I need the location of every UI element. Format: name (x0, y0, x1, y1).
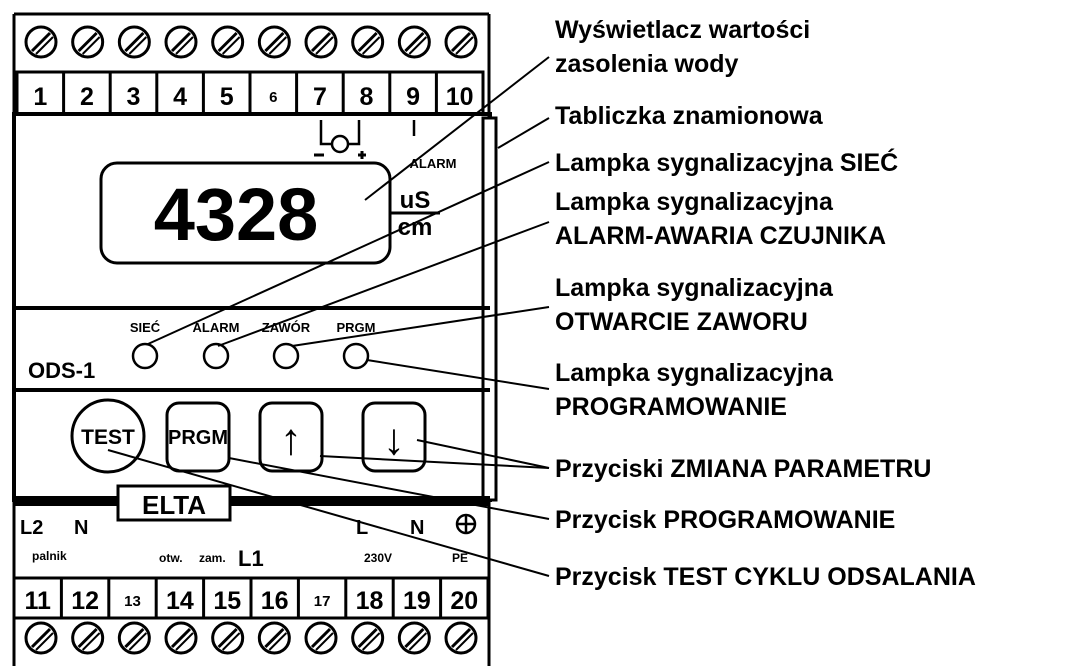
callout-led-zawor-2: OTWARCIE ZAWORU (555, 308, 808, 336)
svg-text:PE: PE (452, 551, 468, 565)
screw-icon (397, 621, 431, 655)
screw-icon (24, 621, 58, 655)
terminal-number: 16 (261, 587, 289, 615)
screw-icon (351, 25, 385, 59)
terminal-number: 17 (314, 593, 331, 610)
terminal-number: 1 (33, 83, 47, 111)
terminal-number: 18 (356, 587, 384, 615)
down-button[interactable]: ↓ (361, 401, 427, 473)
svg-text:N: N (74, 517, 88, 539)
terminal-number: 13 (124, 593, 141, 610)
led-label-row: SIEĆ ALARM ZAWÓR PRGM (130, 320, 376, 335)
terminal-number: 6 (269, 89, 277, 106)
callout-nameplate: Tabliczka znamionowa (555, 102, 824, 130)
terminal-number: 10 (446, 83, 474, 111)
led-prgm (342, 342, 370, 370)
bottom-screw-row (24, 621, 478, 655)
display-value: 4328 (154, 173, 319, 256)
svg-text:PRGM: PRGM (168, 427, 228, 449)
up-button[interactable]: ↑ (258, 401, 324, 473)
screw-icon (164, 621, 198, 655)
screw-icon (164, 25, 198, 59)
screw-icon (397, 25, 431, 59)
screw-icon (257, 621, 291, 655)
screw-icon (211, 25, 245, 59)
callout-led-alarm-2: ALARM-AWARIA CZUJNIKA (555, 222, 886, 250)
terminal-number: 15 (213, 587, 241, 615)
svg-text:N: N (410, 517, 424, 539)
callout-led-prgm-2: PROGRAMOWANIE (555, 393, 787, 421)
led-zawor (272, 342, 300, 370)
screw-icon (304, 621, 338, 655)
svg-text:otw.: otw. (159, 551, 183, 565)
callout-led-alarm: Lampka sygnalizacyjna (555, 188, 834, 216)
svg-text:PRGM: PRGM (337, 320, 376, 335)
unit-top: uS (400, 187, 431, 214)
terminal-number: 11 (24, 587, 51, 615)
svg-text:TEST: TEST (81, 426, 135, 449)
callout-labels: Wyświetlacz wartości zasolenia wody Tabl… (555, 16, 976, 591)
screw-icon (117, 25, 151, 59)
terminal-number: 9 (406, 83, 420, 111)
screw-icon (351, 621, 385, 655)
svg-text:zam.: zam. (199, 551, 226, 565)
screw-icon (24, 25, 58, 59)
top-terminal-block: 1 2 3 4 5 6 7 8 9 10 (33, 72, 474, 114)
arrow-down-icon: ↓ (383, 415, 405, 464)
screw-icon (304, 25, 338, 59)
bottom-labels: L2 N palnik otw. zam. L1 L N 230V PE (20, 517, 468, 571)
terminal-number: 7 (313, 83, 327, 111)
screw-icon (444, 25, 478, 59)
terminal-number: 20 (450, 587, 478, 615)
svg-text:ALARM: ALARM (193, 320, 240, 335)
model-label: ODS-1 (28, 358, 95, 383)
svg-text:ZAWÓR: ZAWÓR (262, 320, 311, 335)
callout-display: Wyświetlacz wartości (555, 16, 810, 44)
terminal-number: 2 (80, 83, 94, 111)
terminal-number: 14 (166, 587, 194, 615)
terminal-number: 8 (360, 83, 374, 111)
callout-prgm-button: Przycisk PROGRAMOWANIE (555, 506, 895, 534)
callout-arrow-buttons: Przyciski ZMIANA PARAMETRU (555, 455, 931, 483)
screw-icon (117, 621, 151, 655)
callout-led-zawor: Lampka sygnalizacyjna (555, 274, 834, 302)
terminal-number: 19 (403, 587, 431, 615)
arrow-up-icon: ↑ (280, 415, 302, 464)
test-button[interactable]: TEST (70, 398, 146, 474)
svg-text:L1: L1 (238, 546, 264, 571)
callout-display-2: zasolenia wody (555, 50, 738, 78)
svg-text:L: L (356, 517, 368, 539)
callout-led-siec: Lampka sygnalizacyjna SIEĆ (555, 147, 898, 177)
leader-lines (107, 56, 550, 577)
screw-icon (257, 25, 291, 59)
callout-test-button: Przycisk TEST CYKLU ODSALANIA (555, 563, 976, 591)
svg-text:230V: 230V (364, 551, 392, 565)
svg-text:L2: L2 (20, 517, 43, 539)
top-screw-row (24, 25, 478, 59)
screw-icon (71, 621, 105, 655)
callout-led-prgm: Lampka sygnalizacyjna (555, 359, 834, 387)
prgm-button[interactable]: PRGM (165, 401, 231, 473)
device-body (12, 12, 498, 666)
bottom-terminal-block: 11 12 13 14 15 16 17 18 19 20 (24, 578, 478, 618)
terminal-number: 4 (173, 83, 187, 111)
terminal-number: 5 (220, 83, 234, 111)
svg-text:palnik: palnik (32, 549, 67, 563)
led-alarm (202, 342, 230, 370)
screw-icon (211, 621, 245, 655)
terminal-number: 12 (71, 587, 99, 615)
screw-icon (71, 25, 105, 59)
svg-text:SIEĆ: SIEĆ (130, 320, 161, 335)
terminal-number: 3 (127, 83, 141, 111)
alarm-top-label: ALARM (410, 156, 457, 171)
screw-icon (444, 621, 478, 655)
brand-logo: ELTA (142, 490, 206, 520)
led-siec (131, 342, 159, 370)
